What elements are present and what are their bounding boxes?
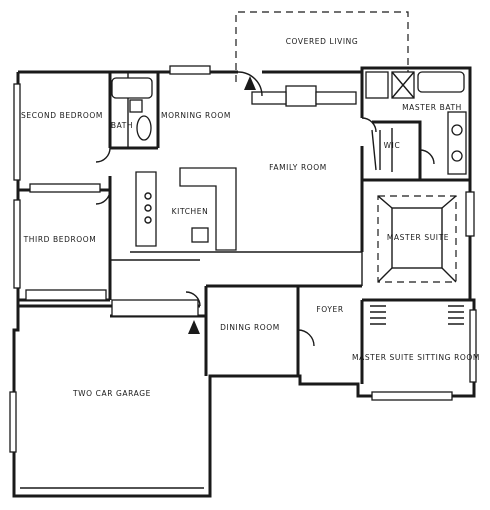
covered-living-outline xyxy=(235,11,409,82)
two-car-garage-label: TWO CAR GARAGE xyxy=(72,389,151,398)
third-bedroom-label: THIRD BEDROOM xyxy=(23,235,97,244)
second-bedroom-label: SECOND BEDROOM xyxy=(21,111,103,120)
fireplace xyxy=(251,85,357,107)
bath-fixtures xyxy=(111,71,467,175)
master-suite-label: MASTER SUITE xyxy=(387,233,449,242)
kitchen-counters xyxy=(135,167,237,251)
kitchen-label: KITCHEN xyxy=(172,207,209,216)
master-suite-sitting-room-label: MASTER SUITE SITTING ROOM xyxy=(352,353,480,362)
dining-room-label: DINING ROOM xyxy=(220,323,280,332)
wic-label: WIC xyxy=(384,141,401,150)
bath-label: BATH xyxy=(111,121,133,130)
family-room-label: FAMILY ROOM xyxy=(269,163,327,172)
exterior-walls xyxy=(12,66,476,498)
garage-entry-arrow xyxy=(188,320,200,334)
closets xyxy=(25,128,464,325)
entry-arrow xyxy=(244,76,256,90)
windows xyxy=(9,65,477,453)
master-bath-label: MASTER BATH xyxy=(402,103,462,112)
master-suite-tray-ceiling xyxy=(377,195,457,283)
foyer-label: FOYER xyxy=(316,305,343,314)
morning-room-label: MORNING ROOM xyxy=(161,111,231,120)
covered-living-label: COVERED LIVING xyxy=(286,37,359,46)
door-swings xyxy=(95,71,435,347)
